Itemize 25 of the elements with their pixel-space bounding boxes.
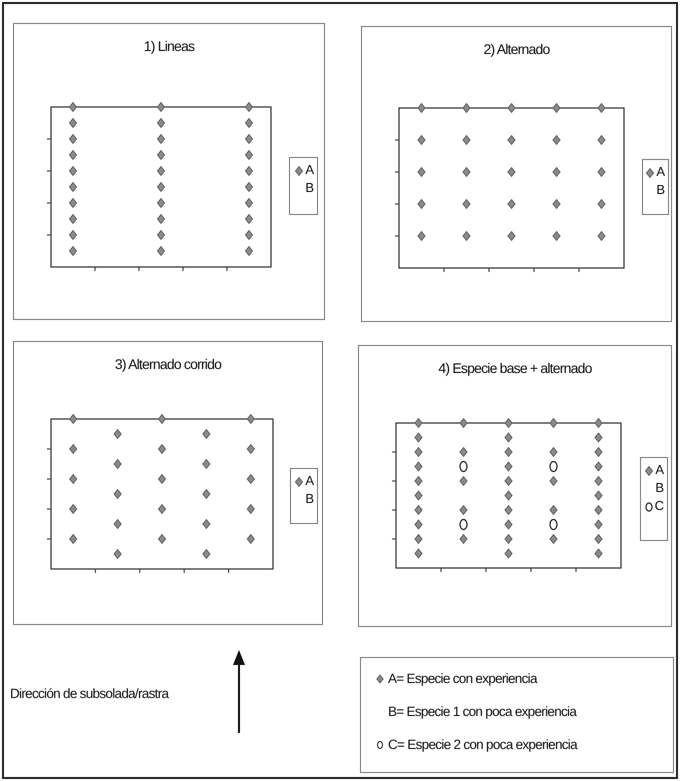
node-label: B — [655, 479, 664, 497]
chart-panel — [13, 341, 323, 625]
direction-label: Dirección de subsolada/rastra — [10, 686, 168, 701]
node-label: A — [656, 163, 665, 181]
panel-title: 4) Especie base + alternado — [437, 360, 593, 376]
legend-box — [642, 159, 669, 215]
panel-title: 3) Alternado corrido — [114, 356, 222, 372]
node-label: B — [305, 490, 314, 508]
node-label: B — [656, 181, 665, 199]
legend-box — [640, 457, 668, 541]
legend-text: B= Especie 1 con poca experiencia — [388, 704, 576, 719]
node-label: A — [305, 472, 314, 490]
panel-title: 2) Alternado — [482, 41, 551, 57]
node-label: C — [654, 497, 664, 515]
legend-box — [290, 468, 318, 524]
legend-text: C= Especie 2 con poca experiencia — [388, 737, 577, 752]
chart-panel — [13, 23, 325, 320]
legend-box — [289, 157, 318, 215]
chart-panel — [361, 26, 672, 322]
node-label: A — [655, 461, 664, 479]
node-label: B — [305, 179, 314, 197]
legend-text: A= Especie con experiencia — [388, 671, 537, 686]
panel-title: 1) Lineas — [142, 38, 196, 54]
chart-panel — [358, 345, 672, 627]
node-label: A — [305, 161, 314, 179]
